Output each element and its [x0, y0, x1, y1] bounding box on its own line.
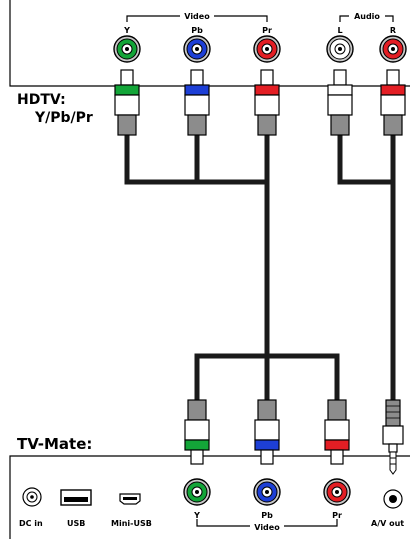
hdtv-jack-label-pb: Pb [191, 26, 203, 35]
tvmate-video-label: Video [254, 523, 280, 532]
tvmate-plug-y [184, 399, 210, 465]
port-label-dc-in: DC in [19, 519, 43, 528]
av-out-label: A/V out [371, 519, 404, 528]
mini-usb-port-icon[interactable] [119, 493, 141, 505]
hdtv-plug-pr [254, 69, 280, 136]
tvmate-plug-pr [324, 399, 350, 465]
tvmate-jack-y[interactable] [183, 478, 211, 506]
av-3.5mm-plug [382, 399, 404, 475]
hdtv-jack-y[interactable] [113, 35, 141, 63]
cable-wires [124, 135, 396, 400]
hdtv-jack-label-r: R [390, 26, 396, 35]
hdtv-jack-pr[interactable] [253, 35, 281, 63]
tvmate-title: TV-Mate: [17, 435, 92, 453]
tvmate-video-bracket: Video [196, 519, 338, 532]
hdtv-video-label: Video [184, 12, 210, 21]
hdtv-title: HDTV: [17, 92, 66, 108]
tvmate-plug-pb [254, 399, 280, 465]
tvmate-jack-label-pb: Pb [261, 511, 273, 520]
hdtv-jack-label-l: L [337, 26, 342, 35]
hdtv-jack-l[interactable] [326, 35, 354, 63]
usb-port-icon[interactable] [60, 489, 92, 506]
av-out-jack[interactable] [383, 489, 403, 509]
hdtv-jack-pb[interactable] [183, 35, 211, 63]
hdtv-jack-r[interactable] [379, 35, 407, 63]
dc-jack-icon[interactable] [22, 487, 42, 507]
hdtv-subtitle: Y/Pb/Pr [34, 110, 93, 126]
hdtv-audio-label: Audio [354, 12, 380, 21]
tvmate-jack-pr[interactable] [323, 478, 351, 506]
port-label-usb: USB [67, 519, 85, 528]
tvmate-jack-label-y: Y [193, 511, 200, 520]
tvmate-panel-outline [9, 455, 410, 539]
hdtv-jack-label-pr: Pr [262, 26, 272, 35]
hdtv-video-bracket: Video [126, 10, 268, 22]
hdtv-plug-y [114, 69, 140, 136]
hdtv-jack-label-y: Y [123, 26, 130, 35]
port-label-mini-usb: Mini-USB [111, 519, 152, 528]
tvmate-jack-label-pr: Pr [332, 511, 342, 520]
hdtv-plug-r [380, 69, 406, 136]
hdtv-plug-pb [184, 69, 210, 136]
tvmate-jack-pb[interactable] [253, 478, 281, 506]
hdtv-plug-l [327, 69, 353, 136]
hdtv-audio-bracket: Audio [339, 10, 394, 22]
